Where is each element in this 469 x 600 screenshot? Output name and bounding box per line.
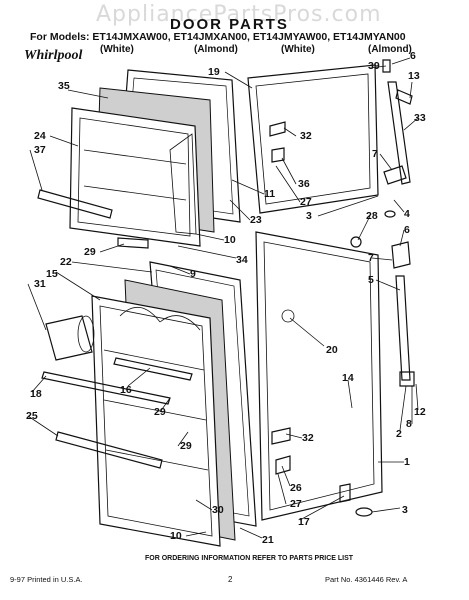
callout-33: 33 [414,112,426,124]
callout-6-upper: 6 [410,50,416,62]
callout-20: 20 [326,344,338,356]
callout-9: 9 [190,268,196,280]
callout-7-lower: 7 [368,252,374,264]
callout-27-lower: 27 [290,498,302,510]
freezer-trim-strip [37,189,113,219]
color-label-4: (Almond) [368,44,412,55]
callout-5: 5 [368,274,374,286]
page-number: 2 [228,575,233,584]
callout-3-upper: 3 [306,210,312,222]
callout-32-upper: 32 [300,130,312,142]
callout-14: 14 [342,372,354,384]
callout-7-upper: 7 [372,148,378,160]
callout-10-lower: 10 [170,530,182,542]
page-title: DOOR PARTS [170,16,289,33]
freezer-door-outer [247,64,379,214]
callout-10-upper: 10 [224,234,236,246]
callout-6-lower: 6 [404,224,410,236]
callout-30: 30 [212,504,224,516]
callout-24: 24 [34,130,46,142]
freezer-shelf-clip [117,237,149,249]
color-label-2: (Almond) [194,44,238,55]
callout-22: 22 [60,256,72,268]
ordering-note: FOR ORDERING INFORMATION REFER TO PARTS … [145,555,354,562]
leader-lines [27,57,419,539]
print-date: 9-97 Printed in U.S.A. [10,575,83,584]
callout-3-lower: 3 [402,504,408,516]
callout-11: 11 [264,188,276,200]
callout-25: 25 [26,410,38,422]
callout-26: 26 [290,482,302,494]
callout-15: 15 [46,268,58,280]
callout-36: 36 [298,178,310,190]
callout-29-middle: 29 [154,406,166,418]
callout-23: 23 [250,214,262,226]
callout-1: 1 [404,456,410,468]
freezer-door-liner [69,107,201,247]
callout-37: 37 [34,144,46,156]
refrigerator-door-liner [91,295,221,547]
callout-17: 17 [298,516,310,528]
shelf-bars [41,357,193,405]
callout-29-lower: 29 [180,440,192,452]
color-label-1: (White) [100,44,134,55]
callout-18: 18 [30,388,42,400]
part-number: Part No. 4361446 Rev. A [325,575,408,584]
callout-32-lower: 32 [302,432,314,444]
callout-16: 16 [120,384,132,396]
models-line: For Models: ET14JMXAW00, ET14JMXAN00, ET… [30,31,406,43]
callout-2: 2 [396,428,402,440]
callout-31: 31 [34,278,46,290]
callout-27-upper: 27 [300,196,312,208]
callout-28: 28 [366,210,378,222]
refrigerator-door-outer [255,231,383,521]
callout-21: 21 [262,534,274,546]
hinge-and-handle-parts [269,59,415,517]
callout-34: 34 [236,254,248,266]
color-label-3: (White) [281,44,315,55]
callout-8: 8 [406,418,412,430]
callout-35: 35 [58,80,70,92]
callout-39: 39 [368,60,380,72]
brand-logo-text: Whirlpool [24,48,83,63]
dairy-bin [45,315,95,361]
callout-13: 13 [408,70,420,82]
callout-19: 19 [208,66,220,78]
refrigerator-trim-strip [55,431,163,469]
callout-29-upper: 29 [84,246,96,258]
brand-logo: Whirlpool [24,46,82,64]
watermark: AppliancePartsPros.com [96,2,382,27]
callout-12: 12 [414,406,426,418]
callout-4: 4 [404,208,410,220]
